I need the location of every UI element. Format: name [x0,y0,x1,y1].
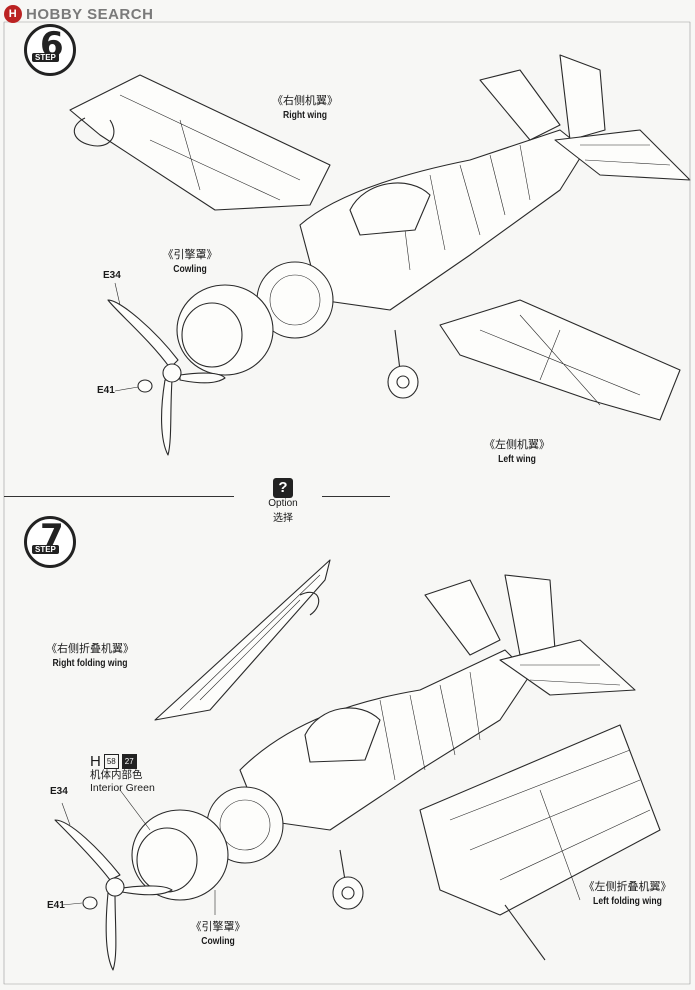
paint-letter: H [90,753,101,770]
step6-cowling-en: Cowling [173,263,207,275]
hobby-search-logo: H HOBBY SEARCH [4,4,153,24]
step7-right-folding-wing-en: Right folding wing [52,657,128,669]
step7-aircraft [3,21,691,985]
interior-green-paint-callout: H 58 27 机体内部色 Interior Green [90,754,155,795]
step7-cowling-cn: 《引擎罩》 [190,920,246,933]
logo-text: HOBBY SEARCH [26,5,154,23]
step6-cowling-cn: 《引擎罩》 [162,248,218,261]
paint-codes: H 58 27 [90,754,155,769]
logo-mark-icon: H [4,5,22,23]
step6-cowling-label: 《引擎罩》 Cowling [150,248,230,276]
step6-right-wing-en: Right wing [283,109,327,121]
step6-right-wing-cn: 《右侧机翼》 [272,94,338,107]
paint-code-27: 27 [121,754,137,769]
step6-right-wing-label: 《右侧机翼》 Right wing [255,94,355,122]
step7-left-folding-wing-label: 《左侧折叠机翼》 Left folding wing [570,880,685,908]
question-icon: ? [273,478,293,498]
step7-part-e41: E41 [47,900,65,911]
step6-left-wing-cn: 《左侧机翼》 [484,438,550,451]
option-en: Option [268,498,298,509]
paint-en: Interior Green [90,782,155,794]
step6-word: STEP [32,53,59,62]
step7-left-folding-wing-en: Left folding wing [593,895,662,907]
section-divider-left [4,496,234,497]
option-cn: 选择 [273,513,293,524]
step6-part-e34: E34 [103,270,121,281]
step7-badge: 7 STEP [24,516,76,568]
step6-left-wing-en: Left wing [498,453,536,465]
option-marker: ? Option 选择 [258,478,308,524]
step7-right-folding-wing-label: 《右侧折叠机翼》 Right folding wing [30,642,150,670]
step7-left-folding-wing-cn: 《左侧折叠机翼》 [583,880,672,893]
step7-right-folding-wing-cn: 《右侧折叠机翼》 [46,642,134,655]
step7-part-e34: E34 [50,786,68,797]
step6-part-e41: E41 [97,385,115,396]
step7-cowling-label: 《引擎罩》 Cowling [178,920,258,948]
step6-aircraft [69,54,691,456]
step7-cowling-en: Cowling [201,935,235,947]
step6-left-wing-label: 《左侧机翼》 Left wing [467,438,567,466]
section-divider-right [322,496,390,497]
paint-cn: 机体内部色 [90,769,143,781]
step7-word: STEP [32,545,59,554]
step6-badge: 6 STEP [24,24,76,76]
paint-code-58: 58 [103,754,119,769]
